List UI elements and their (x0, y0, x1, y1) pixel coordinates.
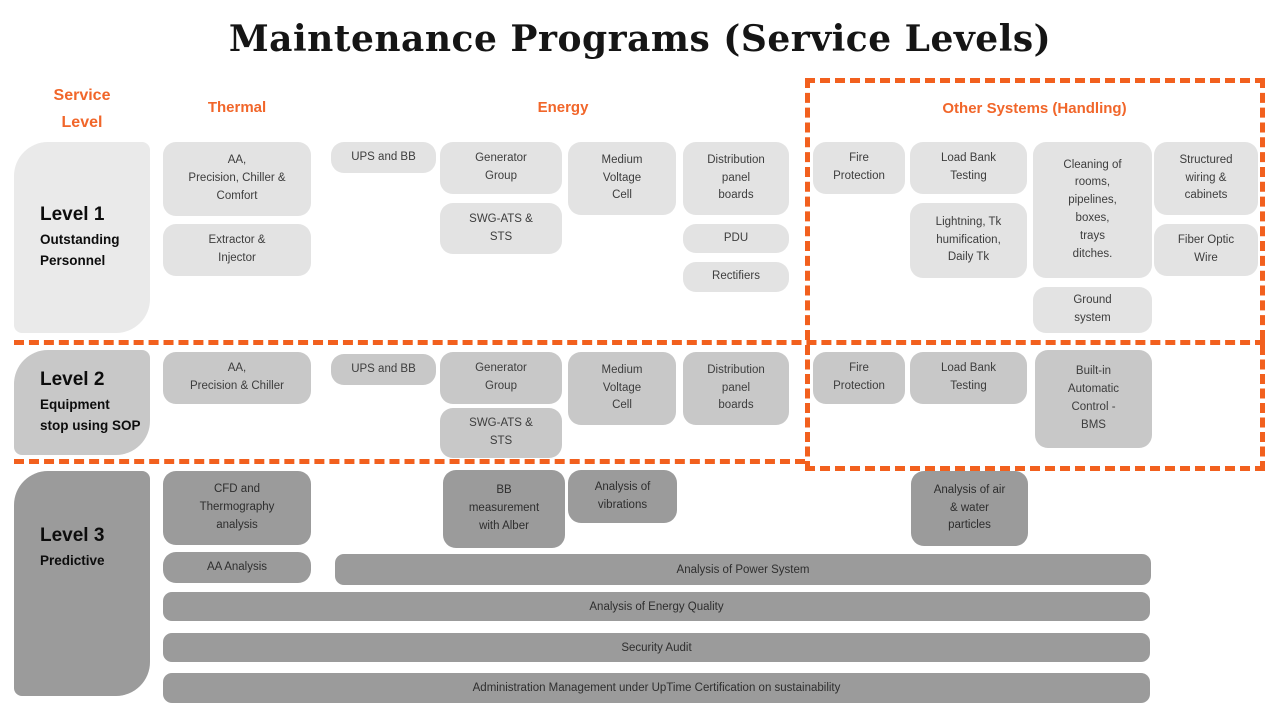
column-header-energy: Energy (537, 99, 589, 116)
level1-name: Level 1 (40, 204, 105, 226)
box-l1-medium-voltage-cell: Medium Voltage Cell (568, 142, 676, 215)
other-systems-level2-dashed-border (805, 345, 1265, 471)
level3-name: Level 3 (40, 525, 105, 547)
box-l1-fiber-optic-wire: Fiber Optic Wire (1154, 224, 1258, 276)
box-l1-distribution-panel-boards: Distribution panel boards (683, 142, 789, 215)
bar-analysis-of-power-system: Analysis of Power System (335, 554, 1151, 585)
box-l2-medium-voltage-cell: Medium Voltage Cell (568, 352, 676, 425)
box-l2-generator-group: Generator Group (440, 352, 562, 404)
box-l1-ups-and-bb: UPS and BB (331, 142, 436, 173)
box-l1-aa-precision-chiller-comfort: AA, Precision, Chiller & Comfort (163, 142, 311, 216)
level2-level3-dashed-divider (14, 459, 805, 464)
box-l3-aa-analysis: AA Analysis (163, 552, 311, 583)
box-l2-ups-and-bb: UPS and BB (331, 354, 436, 385)
bar-security-audit: Security Audit (163, 633, 1150, 662)
box-l1-swg-ats-sts: SWG-ATS & STS (440, 203, 562, 254)
box-l1-rectifiers: Rectifiers (683, 262, 789, 292)
other-systems-level1-dashed-border (805, 78, 1265, 340)
box-l2-distribution-panel-boards: Distribution panel boards (683, 352, 789, 425)
level3-label-box: Level 3 Predictive (14, 471, 150, 696)
level2-name: Level 2 (40, 369, 105, 391)
box-l1-fire-protection: Fire Protection (813, 142, 905, 194)
level3-subtitle: Predictive (40, 553, 105, 569)
box-l2-fire-protection: Fire Protection (813, 352, 905, 404)
level1-label-box: Level 1 Outstanding Personnel (14, 142, 150, 333)
column-header-service-level: Service Level (53, 87, 111, 132)
box-l1-generator-group: Generator Group (440, 142, 562, 194)
box-l3-analysis-air-water-particles: Analysis of air & water particles (911, 471, 1028, 546)
box-l2-aa-precision-chiller: AA, Precision & Chiller (163, 352, 311, 404)
box-l1-pdu: PDU (683, 224, 789, 253)
box-l1-structured-wiring: Structured wiring & cabinets (1154, 142, 1258, 215)
box-l3-cfd-thermography: CFD and Thermography analysis (163, 471, 311, 545)
level2-subtitle: Equipment stop using SOP (40, 397, 141, 433)
box-l3-analysis-of-vibrations: Analysis of vibrations (568, 470, 677, 523)
page-title: Maintenance Programs (Service Levels) (228, 18, 1052, 60)
box-l2-swg-ats-sts: SWG-ATS & STS (440, 408, 562, 458)
box-l2-built-in-automatic-control-bms: Built-in Automatic Control - BMS (1035, 350, 1152, 448)
box-l1-extractor-injector: Extractor & Injector (163, 224, 311, 276)
box-l1-load-bank-testing: Load Bank Testing (910, 142, 1027, 194)
box-l1-cleaning: Cleaning of rooms, pipelines, boxes, tra… (1033, 142, 1152, 278)
level1-level2-dashed-divider (14, 340, 1265, 345)
bar-analysis-of-energy-quality: Analysis of Energy Quality (163, 592, 1150, 621)
column-header-thermal: Thermal (207, 99, 267, 116)
column-header-other-systems: Other Systems (Handling) (942, 100, 1127, 117)
box-l1-ground-system: Ground system (1033, 287, 1152, 333)
level1-subtitle: Outstanding Personnel (40, 232, 120, 268)
box-l2-load-bank-testing: Load Bank Testing (910, 352, 1027, 404)
box-l3-bb-measurement-alber: BB measurement with Alber (443, 470, 565, 548)
level2-label-box: Level 2 Equipment stop using SOP (14, 350, 150, 455)
bar-administration-management: Administration Management under UpTime C… (163, 673, 1150, 703)
box-l1-lightning-humification: Lightning, Tk humification, Daily Tk (910, 203, 1027, 278)
